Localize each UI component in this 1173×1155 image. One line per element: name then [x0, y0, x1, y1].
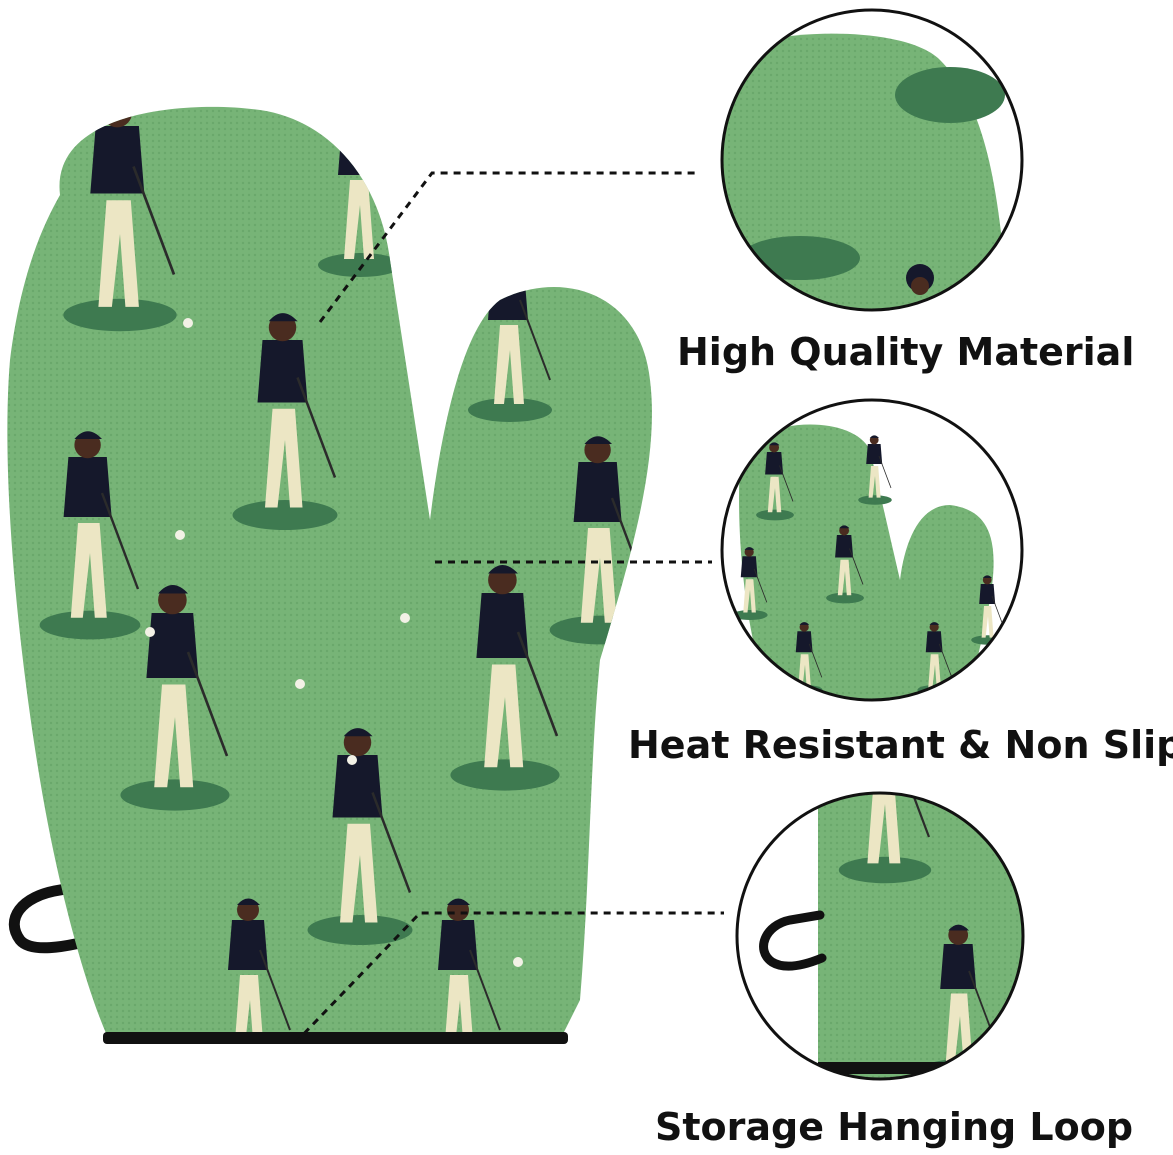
leader-line-3 — [293, 911, 724, 1045]
feature-label-loop: Storage Hanging Loop — [655, 1105, 1134, 1149]
leader-line-1 — [318, 171, 700, 323]
feature-label-material: High Quality Material — [677, 330, 1135, 374]
oven-mitt-icon — [7, 106, 652, 1044]
detail-circle-loop — [735, 791, 1025, 1081]
feature-label-heat-resistant: Heat Resistant & Non Slip — [628, 723, 1173, 767]
leader-lines — [293, 171, 724, 1045]
detail-circle-material — [720, 8, 1024, 312]
hanging-loop-icon — [8, 874, 124, 954]
detail-circle-heat-resistant — [720, 398, 1024, 702]
golfer-pattern — [38, 106, 652, 1042]
